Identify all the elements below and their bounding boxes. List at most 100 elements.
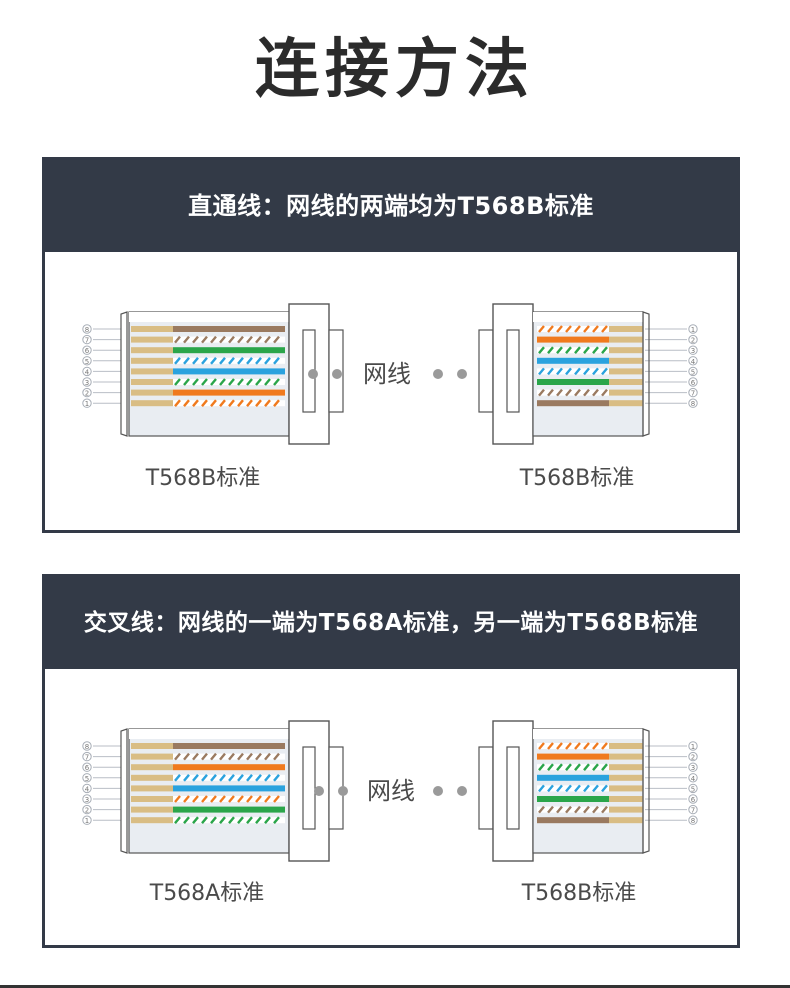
wire-stripe <box>210 795 217 803</box>
wire-stripe <box>210 378 217 386</box>
wire-stripe <box>246 795 253 803</box>
wire-striped <box>173 753 285 760</box>
connector-clip <box>478 746 494 830</box>
pin-circle <box>82 773 92 783</box>
wire-stripe <box>174 378 181 386</box>
wire-stripe <box>547 367 554 376</box>
wire-stripe <box>174 774 181 782</box>
pin-circle <box>82 398 92 408</box>
wire-stripe <box>237 816 244 824</box>
wire-stripe <box>574 763 581 771</box>
wire-stripe <box>547 805 554 814</box>
connector-edge <box>642 311 650 437</box>
cable-label: 网线 <box>367 777 415 805</box>
pin-circle <box>688 794 698 804</box>
wire-stripe <box>601 763 608 771</box>
connector-edge <box>120 728 128 854</box>
wire-solid <box>537 774 609 781</box>
pin-contact <box>131 347 173 354</box>
wire-solid <box>173 326 285 332</box>
pin-contact <box>609 806 643 813</box>
wire-stripe <box>183 399 190 407</box>
pin-number: 7 <box>85 754 89 762</box>
pin-circle <box>688 345 698 355</box>
left-standard-label: T568B标准 <box>145 466 261 491</box>
wire-stripe <box>201 795 208 803</box>
wire-stripe <box>210 752 217 761</box>
wire-stripe <box>219 378 226 386</box>
wire-stripe <box>228 774 235 782</box>
wire-stripe <box>273 399 280 407</box>
straight-cable-header: 直通线：网线的两端均为T568B标准 <box>45 160 737 252</box>
wire-solid <box>537 753 609 760</box>
wire-stripe <box>273 752 280 761</box>
wire-stripe <box>183 335 190 344</box>
connector-top <box>533 312 643 322</box>
pin-contact <box>609 336 643 343</box>
wire-stripe <box>219 795 226 803</box>
wire-stripe <box>237 335 244 344</box>
wire-solid <box>537 336 609 343</box>
wire-stripe <box>228 752 235 761</box>
wire-stripe <box>556 784 563 793</box>
wire-stripe <box>565 763 572 771</box>
wire-stripe <box>228 816 235 824</box>
cable-dot <box>457 786 467 796</box>
wire-stripe <box>228 399 235 407</box>
pin-circle <box>82 345 92 355</box>
pin-number: 8 <box>691 817 695 825</box>
wire-stripe <box>273 378 280 386</box>
pin-contact <box>131 796 173 802</box>
wire-stripe <box>574 367 581 376</box>
pin-contact <box>609 743 643 749</box>
pin-circle <box>688 334 698 345</box>
wire-stripe <box>201 816 208 824</box>
pin-circle <box>82 815 92 825</box>
wire-stripe <box>192 357 199 365</box>
pin-contact <box>609 774 643 781</box>
pin-contact <box>131 357 173 364</box>
wire-striped <box>537 764 609 771</box>
wire-stripe <box>246 816 253 824</box>
pin-circle <box>688 377 698 387</box>
wire-striped <box>173 379 285 385</box>
wire-stripe <box>201 357 208 365</box>
wire-solid <box>173 785 285 792</box>
pin-number: 5 <box>85 775 89 783</box>
wire-stripe <box>201 752 208 761</box>
wire-stripe <box>255 816 262 824</box>
bottom-divider <box>0 985 790 988</box>
wire-stripe <box>264 399 271 407</box>
wire-stripe <box>255 774 262 782</box>
pin-circle <box>688 804 698 815</box>
pin-contact <box>131 389 173 396</box>
pin-number: 4 <box>691 358 696 366</box>
pin-number: 6 <box>691 379 696 387</box>
wire-stripe <box>565 742 572 750</box>
wire-stripe <box>201 399 208 407</box>
wire-stripe <box>565 805 572 814</box>
pin-number: 3 <box>691 347 695 355</box>
wire-stripe <box>264 335 271 344</box>
pin-number: 3 <box>691 764 695 772</box>
wire-stripe <box>255 399 262 407</box>
pin-circle <box>82 783 92 794</box>
pin-contact <box>131 326 173 332</box>
pin-contact <box>131 806 173 813</box>
wire-stripe <box>583 742 590 750</box>
pin-circle <box>82 387 92 398</box>
wire-stripe <box>264 378 271 386</box>
wire-stripe <box>538 325 545 333</box>
wire-stripe <box>192 335 199 344</box>
wire-stripe <box>583 367 590 376</box>
wire-stripe <box>565 388 572 397</box>
wire-solid <box>537 379 609 385</box>
wire-stripe <box>183 816 190 824</box>
wire-stripe <box>556 742 563 750</box>
pin-number: 1 <box>85 817 89 825</box>
wire-stripe <box>538 805 545 814</box>
pin-contact <box>609 785 643 792</box>
wire-stripe <box>219 335 226 344</box>
